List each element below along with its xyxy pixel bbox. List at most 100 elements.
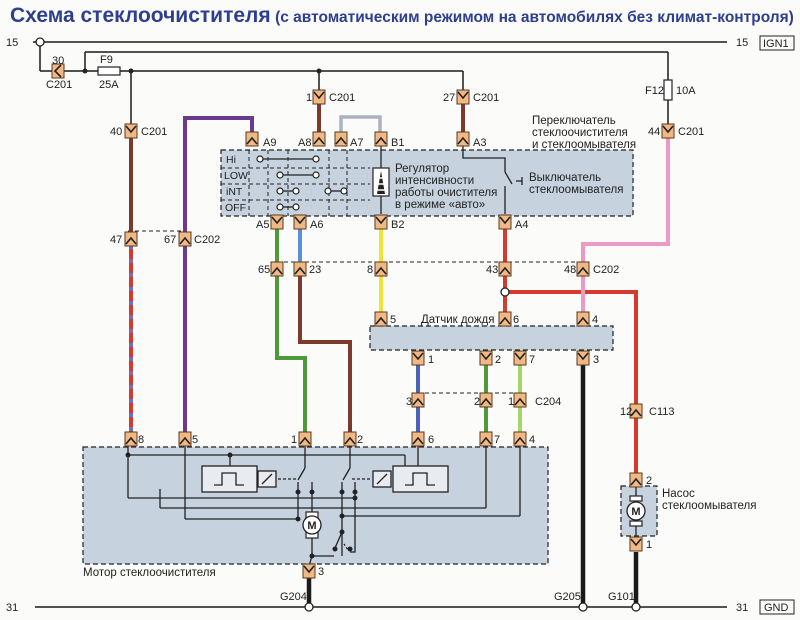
conn-rain-1 xyxy=(411,350,425,366)
conn-a6 xyxy=(293,214,307,230)
conn-motor-7 xyxy=(479,431,493,447)
conn-c204-1 xyxy=(513,392,527,408)
c204-1-pin: 1 xyxy=(508,396,514,408)
washer-pump-icon: M xyxy=(626,486,646,536)
conn-motor-2 xyxy=(343,431,357,447)
rail-top-right: 15 xyxy=(736,37,748,49)
conn-motor-5 xyxy=(178,431,192,447)
motor-pin-4: 4 xyxy=(529,434,535,446)
motor-pin-6: 6 xyxy=(428,434,434,446)
washer-pump-label-2: стеклоомывателя xyxy=(662,500,756,512)
supply-wires xyxy=(33,41,727,608)
c204-3-pin: 3 xyxy=(406,396,412,408)
connector-dashes xyxy=(128,230,590,394)
conn-pump-2 xyxy=(629,472,643,488)
fuse-f9-rating: 25A xyxy=(99,79,119,91)
conn-motor-3 xyxy=(302,563,316,579)
conn-a5 xyxy=(270,214,284,230)
wiper-motor-internal xyxy=(127,446,521,567)
conn-c204-2 xyxy=(479,392,493,408)
conn-c201-1 xyxy=(312,89,326,105)
rain-pin-7: 7 xyxy=(529,354,535,366)
rain-pin-6: 6 xyxy=(513,314,519,326)
washer-pump-symbol: M xyxy=(631,506,640,518)
rain-pin-4: 4 xyxy=(592,314,598,326)
conn-c202-8 xyxy=(374,261,388,277)
motor-pin-7: 7 xyxy=(494,434,500,446)
conn-c202-23 xyxy=(293,261,307,277)
switch-block-box xyxy=(220,149,634,217)
c201-30-pin: 30 xyxy=(52,55,64,67)
c201-44-conn: C201 xyxy=(678,126,704,138)
diagram-title: Схема стеклоочистителя (с автоматическим… xyxy=(10,4,794,28)
c113-12-pin: 12 xyxy=(620,406,632,418)
c202-48-conn: C202 xyxy=(593,264,619,276)
ground-g204: G204 xyxy=(280,591,307,603)
conn-a4 xyxy=(498,214,512,230)
switch-pin-a5: A5 xyxy=(256,219,269,231)
wire-grey xyxy=(339,115,382,134)
c202-8-pin: 8 xyxy=(367,264,373,276)
fuse-f12-rating: 10A xyxy=(676,85,696,97)
regulator-label-3: работы очистителя xyxy=(395,187,497,199)
rain-sensor-label: Датчик дождя xyxy=(421,314,494,326)
conn-c202-43 xyxy=(498,261,512,277)
switch-internal xyxy=(262,146,523,214)
motor-pin-8: 8 xyxy=(138,434,144,446)
gnd-tag: GND xyxy=(764,602,789,614)
conn-rain-4 xyxy=(576,311,590,327)
rain-pin-1: 1 xyxy=(428,354,434,366)
conn-rain-3 xyxy=(576,350,590,366)
c201-44-pin: 44 xyxy=(648,126,660,138)
conn-rain-2 xyxy=(479,350,493,366)
conn-a9 xyxy=(245,131,259,147)
labels: 15 15 IGN1 31 31 GND F9 25A F12 10A 30 C… xyxy=(6,37,789,614)
motor-pin-2: 2 xyxy=(357,434,363,446)
gnd-tag-box xyxy=(759,599,795,615)
c202-47-pin: 47 xyxy=(110,234,122,246)
position-off: OFF xyxy=(225,202,246,214)
c202-67-conn: C202 xyxy=(194,234,220,246)
title-main: Схема стеклоочистителя xyxy=(10,4,271,27)
rail-junctions xyxy=(35,37,641,612)
switch-contacts xyxy=(256,155,348,211)
pump-pin-2: 2 xyxy=(646,475,652,487)
switch-block-label-2: стеклоочистителя xyxy=(532,127,628,139)
conn-c201-30 xyxy=(51,63,65,79)
conn-motor-1 xyxy=(298,431,312,447)
switch-pin-a7: A7 xyxy=(350,137,363,149)
pump-pin-1: 1 xyxy=(646,539,652,551)
motor-pin-3: 3 xyxy=(318,566,324,578)
c202-67-pin: 67 xyxy=(164,234,176,246)
rain-sensor-box xyxy=(369,325,614,351)
c201-30-conn: C201 xyxy=(46,79,72,91)
conn-c202-67 xyxy=(178,231,192,247)
c202-23-pin: 23 xyxy=(309,264,321,276)
title-sub: (с автоматическим режимом на автомобилях… xyxy=(275,9,794,26)
conn-c113-12 xyxy=(629,403,643,419)
conn-c202-65 xyxy=(270,261,284,277)
switch-block-label-3: и стеклоомывателя xyxy=(532,139,636,151)
switch-pin-a4: A4 xyxy=(515,219,528,231)
fuse-f12 xyxy=(663,79,673,101)
c201-40-pin: 40 xyxy=(110,126,122,138)
motor-pin-5: 5 xyxy=(192,434,198,446)
switch-grid xyxy=(221,150,370,216)
wire-green-65 xyxy=(275,276,307,432)
switch-block-label-1: Переключатель xyxy=(532,115,616,127)
motor-junctions xyxy=(125,452,358,559)
wire-violet xyxy=(183,116,254,432)
conn-b1 xyxy=(374,131,388,147)
wire-pink xyxy=(581,138,670,312)
ign1-tag-box xyxy=(759,35,795,51)
rain-pin-5: 5 xyxy=(390,314,396,326)
switch-pin-b1: B1 xyxy=(391,137,404,149)
regulator-label-1: Регулятор xyxy=(395,163,449,175)
conn-c204-3 xyxy=(411,392,425,408)
washer-pump-label-1: Насос xyxy=(662,488,695,500)
switch-pin-a9: A9 xyxy=(263,137,276,149)
switch-pin-b2: B2 xyxy=(391,219,404,231)
c204-2-pin: 2 xyxy=(474,396,480,408)
rain-pin-2: 2 xyxy=(495,354,501,366)
